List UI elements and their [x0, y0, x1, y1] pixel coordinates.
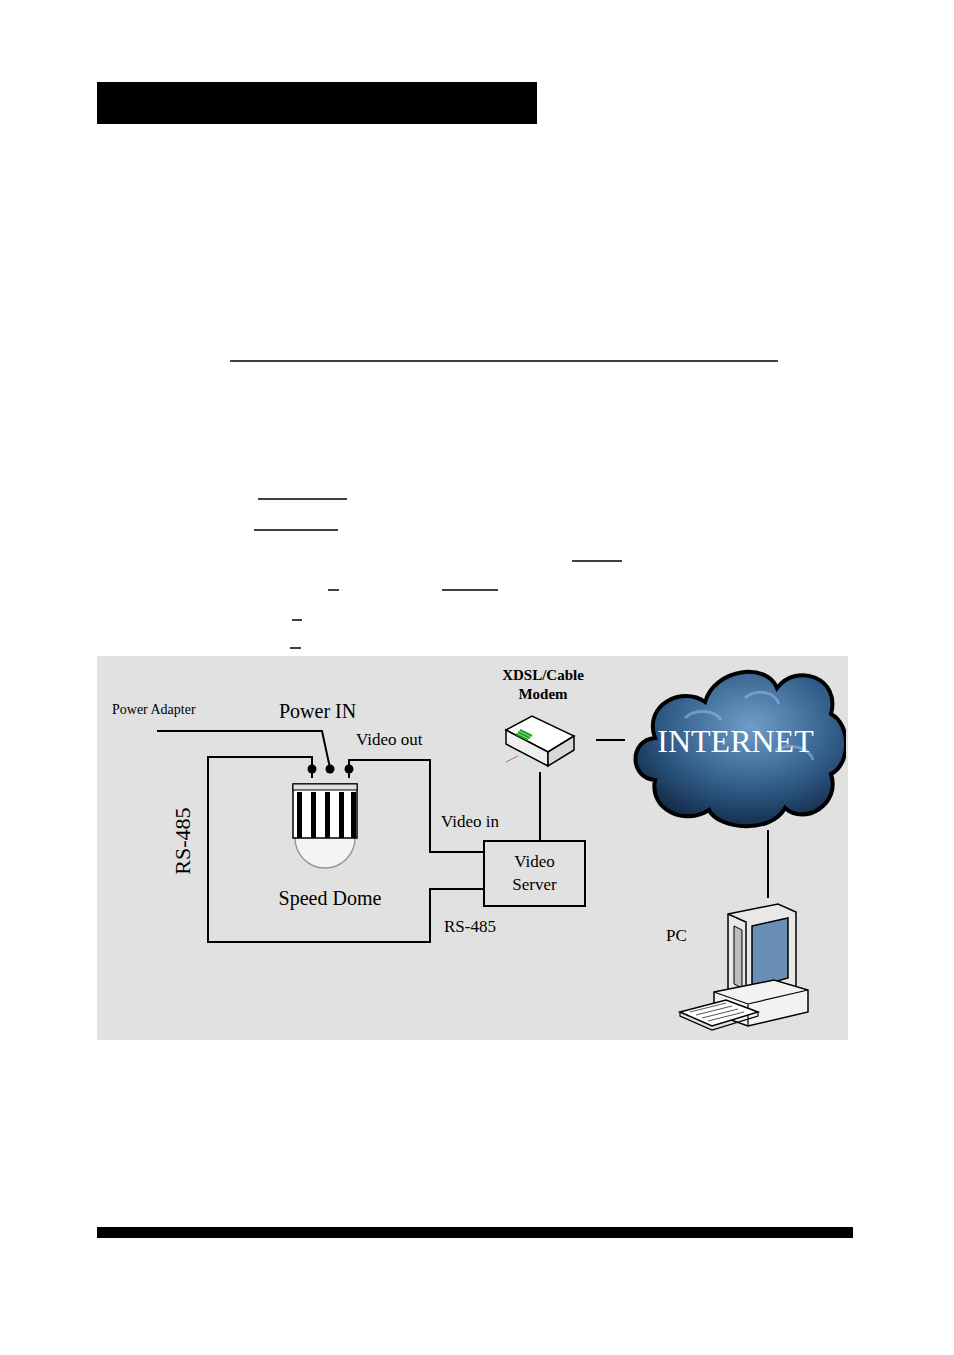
terminal-dot	[326, 765, 335, 774]
underline	[230, 360, 778, 362]
header-bar	[97, 82, 537, 124]
wire-label: RS-485	[442, 917, 498, 937]
modem-node: XDSL/Cable Modem	[490, 666, 596, 772]
rs485-vertical-label: RS-485	[170, 807, 196, 874]
node-label: Speed Dome	[265, 886, 395, 910]
network-cable	[539, 772, 541, 840]
speed-dome-node: Speed Dome	[265, 778, 395, 918]
underline	[258, 498, 347, 500]
dome-stripe	[325, 792, 330, 838]
speed-dome-icon	[285, 780, 365, 872]
blank-underlines	[230, 361, 778, 648]
wire-label: Video in	[439, 812, 501, 832]
node-label: Video Server	[500, 851, 570, 895]
pc-node: PC	[660, 898, 818, 1038]
modem-side	[548, 736, 574, 766]
video-out-label: Video out	[356, 730, 423, 750]
pc-monitor-side	[734, 926, 742, 988]
modem-icon	[502, 712, 578, 772]
node-label: PC	[666, 926, 706, 946]
dome-cap	[293, 784, 357, 790]
modem-cable	[506, 756, 518, 762]
dome-housing	[293, 784, 357, 838]
dome-stripe	[351, 792, 356, 838]
pc-keyboard-edge	[680, 1012, 758, 1030]
underline	[254, 529, 338, 531]
underline	[290, 647, 301, 649]
internet-link	[767, 830, 769, 898]
power-wire	[157, 731, 330, 768]
footer-bar	[97, 1227, 853, 1238]
dome-stripe	[297, 792, 302, 838]
underline	[328, 589, 339, 591]
video-wire	[349, 760, 483, 852]
internet-cloud: INTERNET	[625, 658, 846, 830]
pc-screen	[752, 918, 788, 988]
diagram-ground	[97, 656, 848, 1040]
dome-stripe	[339, 792, 344, 838]
node-label: INTERNET	[625, 722, 846, 760]
modem-front	[506, 730, 548, 766]
node-label: XDSL/Cable Modem	[490, 666, 596, 704]
underline	[292, 619, 302, 621]
underline	[442, 589, 498, 591]
modem-lights	[516, 730, 532, 740]
power-in-label: Power IN	[279, 700, 356, 723]
dome-stripe	[311, 792, 316, 838]
dome-bubble	[295, 838, 355, 868]
power-adapter-label: Power Adapter	[112, 702, 196, 718]
pc-icon	[678, 900, 818, 1038]
underline	[572, 560, 622, 562]
internet-link	[596, 739, 625, 741]
rs485-wire	[208, 757, 483, 942]
pc-keyboard	[680, 1000, 758, 1026]
pc-keys	[690, 1003, 744, 1021]
video-server-box: Video Server	[483, 840, 586, 907]
